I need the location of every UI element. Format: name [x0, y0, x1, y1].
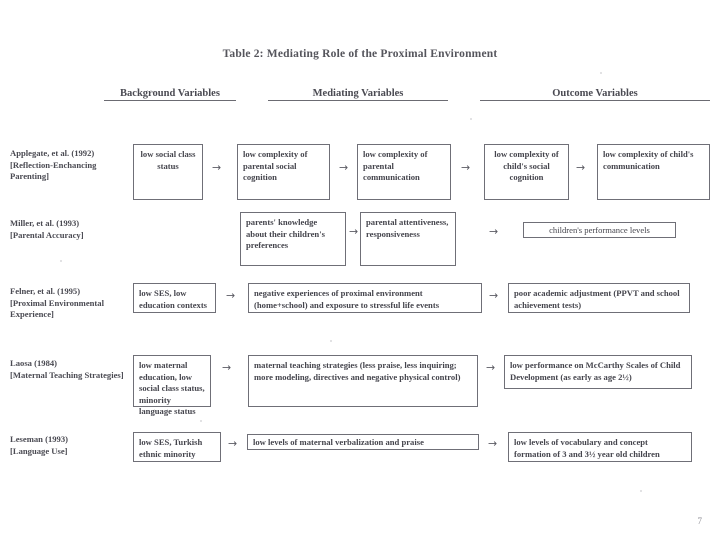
row-label: Laosa (1984) [Maternal Teaching Strategi… — [10, 358, 128, 381]
column-header-mediating: Mediating Variables — [268, 88, 448, 101]
outcome-box: poor academic adjustment (PPVT and schoo… — [508, 283, 690, 313]
background-box: low SES, low education contexts — [133, 283, 216, 313]
row-label: Leseman (1993) [Language Use] — [10, 434, 128, 457]
row-construct: [Maternal Teaching Strategies] — [10, 369, 124, 380]
background-box: low maternal education, low social class… — [133, 355, 211, 416]
scan-speck — [470, 118, 472, 120]
scan-speck — [330, 340, 332, 342]
mediating-box: low levels of maternal verbalization and… — [247, 434, 479, 450]
arrow-icon: → — [339, 161, 349, 174]
background-box: low social class status — [133, 144, 203, 200]
page-number: 7 — [697, 516, 703, 526]
arrow-icon: → — [461, 161, 471, 174]
mediating-box: low complexity of parental social cognit… — [237, 144, 330, 200]
arrow-icon: → — [486, 361, 496, 374]
outcome-box: low performance on McCarthy Scales of Ch… — [504, 355, 692, 389]
row-citation: Applegate, et al. (1992) — [10, 148, 95, 158]
arrow-icon: → — [489, 225, 499, 238]
row-label: Felner, et al. (1995) [Proximal Environm… — [10, 286, 128, 321]
arrow-icon: → — [226, 289, 236, 302]
scan-speck — [150, 90, 152, 92]
row-citation: Laosa (1984) — [10, 358, 58, 368]
scan-speck — [600, 72, 602, 74]
page-title: Table 2: Mediating Role of the Proximal … — [222, 48, 498, 60]
mediating-box: parents' knowledge about their children'… — [240, 212, 346, 266]
table-row: Applegate, et al. (1992) [Reflection-Enc… — [0, 140, 720, 206]
outcome-box: low complexity of child's communication — [597, 144, 710, 200]
row-citation: Felner, et al. (1995) — [10, 286, 81, 296]
arrow-icon: → — [488, 437, 498, 450]
outcome-box: low complexity of child's social cogniti… — [484, 144, 569, 200]
table-row: Miller, et al. (1993) [Parental Accuracy… — [0, 212, 720, 274]
row-label: Applegate, et al. (1992) [Reflection-Enc… — [10, 148, 128, 183]
arrow-icon: → — [489, 289, 499, 302]
mediating-box: maternal teaching strategies (less prais… — [248, 355, 478, 407]
row-label: Miller, et al. (1993) [Parental Accuracy… — [10, 218, 128, 241]
arrow-icon: → — [228, 437, 238, 450]
mediating-box: parental attentiveness, responsiveness — [360, 212, 456, 266]
mediating-box: negative experiences of proximal environ… — [248, 283, 482, 313]
table-row: Laosa (1984) [Maternal Teaching Strategi… — [0, 355, 720, 416]
outcome-box: children's performance levels — [523, 222, 676, 238]
row-construct: [Proximal Environmental Experience] — [10, 297, 104, 320]
table-row: Leseman (1993) [Language Use] low SES, T… — [0, 430, 720, 472]
scan-speck — [200, 420, 202, 422]
row-construct: [Language Use] — [10, 445, 68, 456]
arrow-icon: → — [212, 161, 222, 174]
arrow-icon: → — [349, 225, 359, 238]
scan-speck — [60, 260, 62, 262]
row-citation: Leseman (1993) — [10, 434, 68, 444]
background-box: low SES, Turkish ethnic minority — [133, 432, 221, 462]
scan-speck — [640, 490, 642, 492]
outcome-box: low levels of vocabulary and concept for… — [508, 432, 692, 462]
row-construct: [Parental Accuracy] — [10, 229, 84, 240]
column-headers: Background Variables Mediating Variables… — [0, 88, 720, 106]
arrow-icon: → — [222, 361, 232, 374]
row-citation: Miller, et al. (1993) — [10, 218, 80, 228]
row-construct: [Reflection-Enchancing Parenting] — [10, 159, 97, 182]
mediating-box: low complexity of parental communication — [357, 144, 451, 200]
column-header-outcome: Outcome Variables — [480, 88, 710, 101]
table-row: Felner, et al. (1995) [Proximal Environm… — [0, 282, 720, 334]
column-header-background: Background Variables — [104, 88, 236, 101]
arrow-icon: → — [576, 161, 586, 174]
